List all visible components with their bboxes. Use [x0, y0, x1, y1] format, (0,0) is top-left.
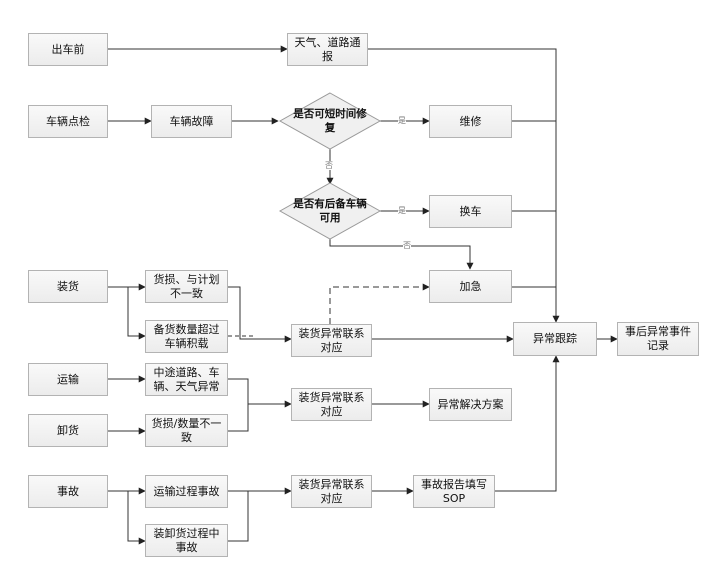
node-loading-response-2: 装货异常联系对应	[291, 388, 372, 421]
node-transport-accident: 运输过程事故	[145, 475, 228, 508]
node-post-record: 事后异常事件记录	[617, 322, 699, 356]
node-vehicle-fault: 车辆故障	[151, 105, 232, 138]
node-loading-response-1: 装货异常联系对应	[291, 324, 372, 357]
node-unload-damage: 货损/数量不一致	[145, 414, 228, 447]
node-unloading: 卸货	[28, 414, 108, 447]
node-exception-tracking: 异常跟踪	[513, 322, 597, 356]
node-overload: 备货数量超过车辆积载	[145, 320, 228, 353]
node-before-departure: 出车前	[28, 33, 108, 66]
edge-label-yes-replace: 是	[398, 206, 406, 215]
node-vehicle-check: 车辆点检	[28, 105, 108, 138]
node-transport: 运输	[28, 363, 108, 396]
node-accident: 事故	[28, 475, 108, 508]
node-loading-response-3: 装货异常联系对应	[291, 475, 372, 508]
node-road-incident: 中途道路、车辆、天气异常	[145, 363, 228, 396]
node-solution: 异常解决方案	[429, 388, 512, 421]
node-accident-report: 事故报告填写SOP	[413, 475, 495, 508]
edge-label-no-backup: 否	[325, 161, 333, 170]
decision-short-repair-shape	[278, 92, 382, 150]
node-weather-road-report: 天气、道路通报	[287, 33, 368, 66]
node-replace-vehicle: 换车	[429, 195, 512, 228]
node-repair: 维修	[429, 105, 512, 138]
node-damage-mismatch: 货损、与计划不一致	[145, 270, 228, 303]
node-loading: 装货	[28, 270, 108, 303]
node-unload-accident: 装卸货过程中事故	[145, 524, 228, 557]
decision-backup-vehicle-shape	[278, 182, 382, 240]
edge-label-yes-repair: 是	[398, 116, 406, 125]
edge-label-no-expedite: 否	[403, 241, 411, 250]
node-expedite: 加急	[429, 270, 512, 303]
